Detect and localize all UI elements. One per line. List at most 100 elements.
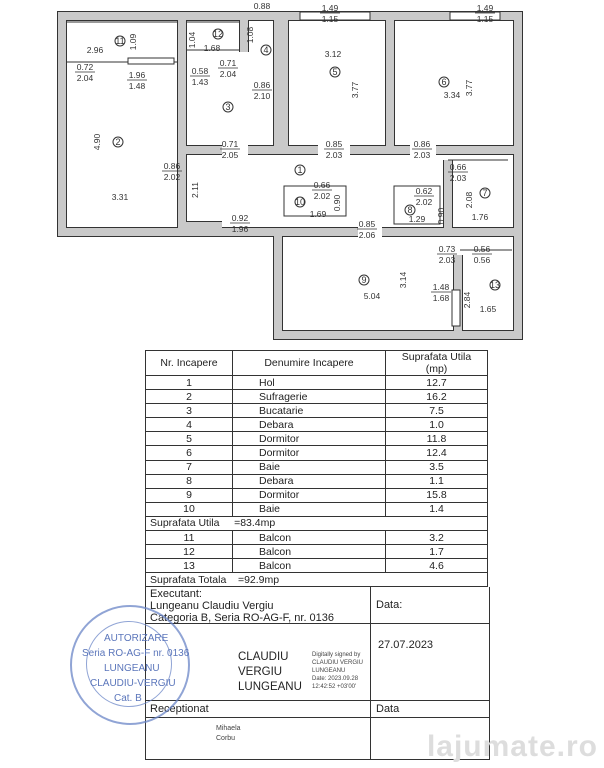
room-number-cell: 4 — [145, 417, 233, 433]
opening-height: 2.02 — [164, 172, 181, 182]
room-number-cell: 9 — [145, 487, 233, 503]
dimension-label: 1.76 — [472, 212, 489, 222]
dimension-label: 2.84 — [462, 291, 472, 308]
room-area-cell: 1.0 — [385, 417, 488, 433]
opening-width: 1.49 — [477, 3, 494, 13]
svg-text:2: 2 — [115, 137, 120, 147]
signer-name: CLAUDIU VERGIU LUNGEANU — [238, 650, 302, 695]
room-area-cell: 15.8 — [385, 487, 488, 503]
dimension-label: 0.90 — [436, 207, 446, 224]
opening-height: 2.03 — [450, 173, 467, 183]
dimension-label: 4.90 — [92, 133, 102, 150]
room-area-cell: 7.5 — [385, 403, 488, 419]
room-number-cell: 5 — [145, 431, 233, 447]
opening-height: 1.68 — [433, 293, 450, 303]
opening-height: 1.43 — [192, 77, 209, 87]
dimension-label: 2.96 — [87, 45, 104, 55]
svg-text:4: 4 — [263, 45, 268, 55]
room-name-cell: Balcon — [232, 558, 386, 574]
signer-line: LUNGEANU — [238, 681, 302, 693]
svg-text:12: 12 — [213, 29, 223, 39]
utila-label: Suprafata Utila — [150, 517, 220, 530]
svg-text:9: 9 — [361, 275, 366, 285]
opening-label: 0.862.03 — [412, 139, 432, 160]
opening-width: 0.66 — [450, 162, 467, 172]
opening-height: 1.15 — [477, 14, 494, 24]
dimension-label: 1.09 — [128, 33, 138, 50]
room-name-cell: Debara — [232, 473, 386, 489]
dimension-label: 2.11 — [190, 182, 200, 198]
opening-height: 2.05 — [222, 150, 239, 160]
stamp-line: CLAUDIU-VERGIU — [90, 678, 176, 689]
opening-height: 2.02 — [416, 197, 433, 207]
room-area-cell: 11.8 — [385, 431, 488, 447]
dimension-label: 3.12 — [325, 49, 342, 59]
dimension-label: 3.31 — [112, 192, 129, 202]
svg-text:11: 11 — [115, 36, 124, 46]
opening-height: 0.56 — [474, 255, 491, 265]
executant-name: Lungeanu Claudiu Vergiu — [150, 600, 274, 612]
signature-block: Executant: Lungeanu Claudiu Vergiu Categ… — [145, 587, 490, 760]
room-number-cell: 3 — [145, 403, 233, 419]
room-name-cell: Debara — [232, 417, 386, 433]
room-number: 5 — [329, 66, 341, 78]
opening-width: 0.71 — [220, 58, 237, 68]
opening-width: 1.96 — [129, 70, 146, 80]
dimension-label: 3.77 — [350, 81, 360, 98]
opening-height: 2.10 — [254, 91, 271, 101]
opening-width: 0.58 — [192, 66, 209, 76]
executant-category: Categoria B, Seria RO-AG-F, nr. 0136 — [150, 612, 335, 624]
dimension-label: 1.08 — [245, 26, 255, 43]
digital-line: 12:42:52 +03'00' — [312, 684, 357, 690]
room-area-cell: 12.7 — [385, 374, 488, 391]
opening-label: 0.732.03 — [437, 244, 457, 265]
opening-label: 0.581.43 — [190, 66, 210, 87]
room-number: 7 — [479, 187, 491, 199]
opening-label: 0.921.96 — [230, 213, 250, 234]
opening-height: 2.02 — [314, 191, 331, 201]
opening-height: 1.15 — [322, 14, 339, 24]
digital-line: LUNGEANU — [312, 668, 346, 674]
dimension-label: 1.68 — [204, 43, 221, 53]
room-area-cell: 3.5 — [385, 459, 488, 475]
opening-label: 1.961.48 — [127, 70, 147, 91]
signer-line: CLAUDIU — [238, 651, 289, 663]
opening-height: 2.03 — [414, 150, 431, 160]
header-name: Denumire Incapere — [232, 350, 386, 376]
opening-height: 2.04 — [220, 69, 237, 79]
dimension-label: 1.65 — [480, 304, 497, 314]
room-name-cell: Dormitor — [232, 445, 386, 461]
opening-height: 2.06 — [359, 230, 376, 240]
dimension-label: 3.77 — [464, 79, 474, 96]
opening-width: 0.86 — [164, 161, 181, 171]
opening-height: 1.96 — [232, 224, 249, 234]
opening-height: 1.48 — [129, 81, 146, 91]
room-name-cell: Baie — [232, 459, 386, 475]
opening-label: 0.560.56 — [472, 244, 492, 265]
room-number: 1 — [294, 164, 306, 176]
opening-label: 0.862.10 — [252, 80, 272, 101]
stamp-line: Cat. B — [114, 693, 142, 704]
room-number: 12 — [212, 28, 224, 40]
svg-text:3: 3 — [225, 102, 230, 112]
room-number: 10 — [294, 196, 306, 208]
dimension-label: 2.08 — [464, 191, 474, 208]
opening-label: 0.852.06 — [357, 219, 377, 240]
digital-line: Digitally signed by — [312, 652, 361, 658]
room-area-cell: 16.2 — [385, 389, 488, 405]
opening-label: 0.722.04 — [75, 62, 95, 83]
table-header: Nr. Incapere Denumire Incapere Suprafata… — [145, 350, 488, 376]
opening-height: 2.03 — [326, 150, 343, 160]
opening-width: 0.56 — [474, 244, 491, 254]
header-nr: Nr. Incapere — [145, 350, 233, 376]
signer-line: VERGIU — [238, 666, 283, 678]
utila-value: =83.4mp — [234, 517, 276, 530]
opening-width: 0.85 — [359, 219, 376, 229]
